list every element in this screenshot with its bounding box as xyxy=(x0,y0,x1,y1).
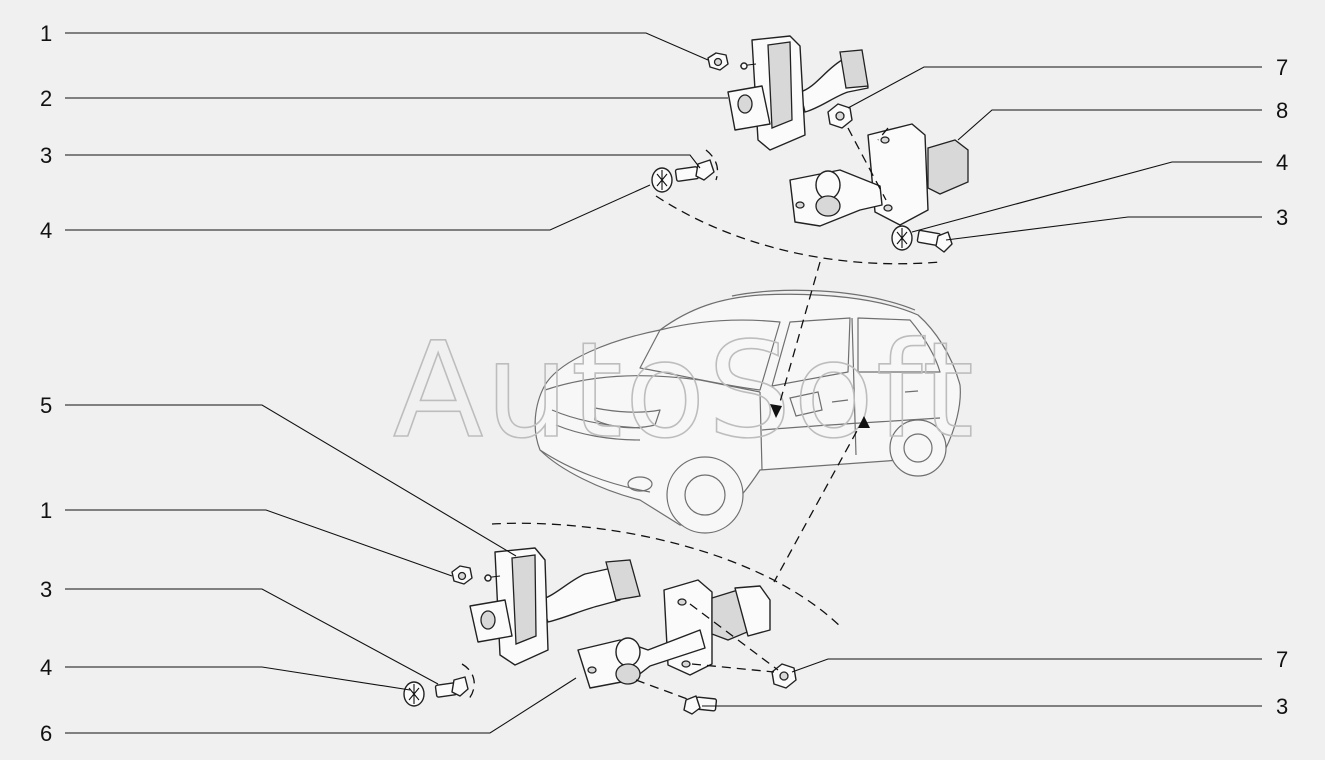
washer-part xyxy=(651,167,673,193)
callout-label: 7 xyxy=(1276,55,1288,80)
callout-label: 3 xyxy=(40,577,52,602)
bolt-part xyxy=(916,229,953,253)
callout-label: 5 xyxy=(40,393,52,418)
nut-part xyxy=(451,565,473,585)
nut-part xyxy=(707,52,729,71)
callout-label: 1 xyxy=(40,21,52,46)
arrow-heads xyxy=(770,404,870,428)
bolt-part xyxy=(434,676,469,698)
callout-label: 4 xyxy=(40,655,52,680)
washer-part xyxy=(891,225,913,251)
callouts: 1 2 3 4 7 8 4 3 5 1 3 4 6 7 3 xyxy=(40,21,1288,746)
bolt-part xyxy=(683,695,718,715)
car-illustration xyxy=(534,289,961,534)
washer-part xyxy=(403,681,425,707)
door-check-bracket-front xyxy=(789,123,969,227)
callout-label: 6 xyxy=(40,721,52,746)
flange-nut-part xyxy=(827,103,853,129)
callout-label: 8 xyxy=(1276,98,1288,123)
callout-label: 3 xyxy=(1276,694,1288,719)
leader-lines xyxy=(65,32,1262,734)
door-check-front-left xyxy=(727,35,869,151)
door-check-bracket-rear xyxy=(577,579,771,689)
callout-label: 3 xyxy=(1276,205,1288,230)
callout-label: 4 xyxy=(40,218,52,243)
bolt-part xyxy=(674,159,715,182)
callout-label: 1 xyxy=(40,498,52,523)
callout-label: 2 xyxy=(40,86,52,111)
callout-label: 4 xyxy=(1276,150,1288,175)
dashed-guides xyxy=(461,127,941,701)
callout-label: 7 xyxy=(1276,647,1288,672)
door-check-rear-left xyxy=(469,547,641,666)
watermark-text: AutoSoft xyxy=(393,314,976,468)
callout-label: 3 xyxy=(40,143,52,168)
